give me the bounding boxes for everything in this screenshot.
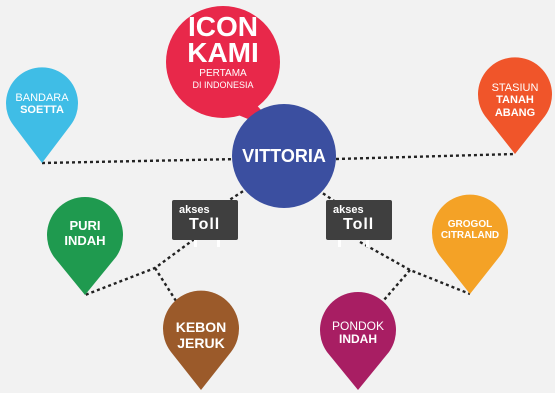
- stasiun-line3: ABANG: [494, 106, 536, 119]
- bandara-line1: BANDARA: [15, 92, 69, 104]
- toll-sign-left-leg-b: [217, 240, 220, 247]
- stasiun-line2: TANAH: [496, 94, 534, 107]
- route-line-stasiun: [335, 152, 516, 161]
- toll-sign-right: akses Toll: [326, 200, 392, 240]
- route-line-grogol: [359, 240, 471, 296]
- pondok-label: PONDOK INDAH: [319, 319, 397, 347]
- puri-label: PURI INDAH: [47, 218, 123, 248]
- pondok-line2: INDAH: [339, 332, 377, 347]
- grogol-line2: CITRALAND: [440, 230, 500, 242]
- route-line-bandara: [41, 157, 241, 165]
- toll-sign-left: akses Toll: [172, 200, 238, 240]
- pondok-line1: PONDOK: [331, 319, 384, 333]
- stasiun-line1: STASIUN: [491, 82, 539, 94]
- vittoria-circle: [232, 104, 336, 208]
- bandara-pin: [5, 67, 78, 163]
- headline-line1: ICON: [188, 11, 258, 42]
- puri-line2: INDAH: [64, 232, 106, 248]
- grogol-pin: [432, 194, 509, 294]
- kebon-pin: [163, 290, 239, 390]
- stasiun-label: STASIUN TANAH ABANG: [478, 82, 552, 119]
- headline-line3: PERTAMA: [199, 68, 247, 79]
- puri-pin: [47, 197, 124, 295]
- toll-sign-right-line1: akses: [333, 204, 364, 216]
- vittoria-text: VITTORIA: [242, 146, 326, 166]
- headline-line2: KAMI: [187, 37, 259, 68]
- kebon-line2: JERUK: [177, 334, 225, 351]
- pondok-pin: [320, 292, 396, 390]
- toll-sign-right-leg-a: [338, 240, 341, 247]
- kebon-line1: KEBON: [175, 319, 227, 335]
- headline-line4: DI INDONESIA: [192, 80, 254, 90]
- toll-sign-left-leg-a: [194, 240, 197, 247]
- route-line-pondok: [376, 269, 411, 309]
- route-line-toll-left: [213, 186, 249, 212]
- vittoria-label: VITTORIA: [232, 146, 336, 166]
- grogol-line1: GROGOL: [447, 219, 493, 230]
- toll-sign-left-line2: Toll: [189, 216, 221, 233]
- stasiun-pin: [478, 57, 552, 154]
- icon-kami-label: ICON KAMI PERTAMA DI INDONESIA: [166, 11, 280, 91]
- kebon-label: KEBON JERUK: [163, 319, 239, 351]
- toll-sign-right-leg-b: [366, 240, 369, 247]
- grogol-label: GROGOL CITRALAND: [430, 219, 510, 241]
- bandara-label: BANDARA SOETTA: [6, 92, 78, 117]
- toll-sign-right-line2: Toll: [343, 216, 375, 233]
- puri-line1: PURI: [69, 218, 101, 233]
- toll-sign-left-line1: akses: [179, 204, 210, 216]
- bandara-line2: SOETTA: [20, 104, 64, 117]
